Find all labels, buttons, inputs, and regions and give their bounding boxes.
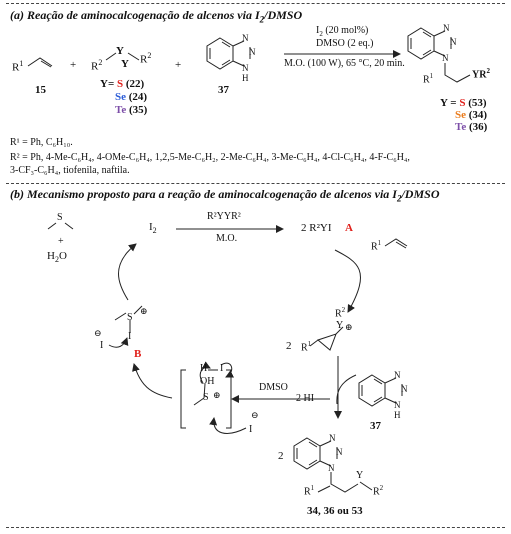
- final-coefficient: 2: [278, 450, 284, 462]
- final-r1: R1: [304, 484, 315, 498]
- alkene-15-bonds: [27, 57, 53, 68]
- plus-sign-2: +: [175, 59, 182, 71]
- mechanism-alkene-r1: R1: [371, 239, 382, 253]
- b-to-dms-arrow: [118, 243, 137, 301]
- intermediate-b-iodine: I: [128, 331, 132, 342]
- onium-r1: R1: [301, 340, 312, 354]
- hi-label: 2 HI: [296, 393, 315, 404]
- product-n1: N: [443, 23, 450, 33]
- btz-attack-arrow: [336, 374, 357, 405]
- section-b-title: (b) Mecanismo proposto para a reação de …: [10, 187, 440, 204]
- final-y: Y: [356, 470, 364, 481]
- dichalcogenide-s-option: Y= S (22): [100, 78, 145, 90]
- dms-s: S: [57, 212, 63, 223]
- onium-r2: R2: [335, 306, 346, 320]
- legend-r2-line1: R² = Ph, 4-Me-C₆H₄, 4-OMe-C₆H₄, 1,2,5-Me…: [10, 152, 410, 163]
- intermediate-b-s: S: [127, 312, 133, 323]
- benzotriazole-37-mechanism: [358, 374, 403, 407]
- iodide-b: I: [100, 340, 104, 351]
- dichalcogenide-se-option: Se (24): [115, 91, 148, 103]
- dichalcogenide-y-top: Y: [116, 45, 124, 57]
- dmso-label: DMSO: [259, 382, 288, 393]
- section-a-title: (a) Reação de aminocalcogenação de alcen…: [10, 8, 303, 25]
- bracket-s: S: [203, 392, 209, 403]
- bracket-right: [226, 369, 232, 429]
- iodide-bottom: I: [249, 424, 253, 435]
- btz-h: H: [242, 73, 249, 83]
- product-r1: R1: [423, 72, 434, 86]
- r2yi-label: 2 R²YI: [301, 222, 332, 234]
- onium-plus: ⊕: [345, 322, 353, 332]
- product-s-option: Y = S (53): [440, 97, 487, 109]
- dichalcogenide-bonds: [105, 52, 140, 61]
- product-yr2: YR2: [472, 67, 490, 81]
- protonated-dmso-bonds: [193, 383, 206, 406]
- dms-bonds: [47, 222, 74, 230]
- final-product-structure: [293, 437, 373, 493]
- oh-curved-arrow: [199, 361, 211, 384]
- iodine-label: I2: [149, 221, 157, 236]
- dichalcogenide-r2-left: R2: [91, 58, 103, 73]
- bracket-to-b-arrow: [132, 363, 173, 399]
- condition-dmso: DMSO (2 eq.): [316, 38, 374, 49]
- iodide-to-b-arrow: [108, 337, 129, 348]
- mech-btz-n1: N: [394, 370, 401, 380]
- btz-n3: N: [242, 63, 249, 73]
- dichalcogenide-te-option: Te (35): [115, 104, 148, 116]
- compound-37-label: 37: [218, 84, 229, 96]
- product-se-option: Se (34): [455, 109, 488, 121]
- mech-btz-h: H: [394, 410, 401, 420]
- onium-ring-bonds: [309, 326, 344, 351]
- benzotriazole-37-structure: [206, 37, 251, 70]
- dichalcogenide-reagent: R²YYR²: [207, 211, 241, 222]
- a-to-onium-arrow: [334, 249, 361, 313]
- intermediate-b-bonds: [114, 305, 143, 333]
- dms-plus: +: [58, 236, 64, 247]
- iodide-b-minus: ⊖: [94, 328, 102, 338]
- onium-coefficient: 2: [286, 340, 292, 352]
- microwave-label: M.O.: [216, 233, 238, 244]
- legend-r2-line2: 3-CF₃-C₆H₄, tiofenila, naftila.: [10, 165, 130, 176]
- final-product-label: 34, 36 ou 53: [307, 505, 363, 517]
- iodide-arrow: [209, 417, 247, 434]
- final-n1: N: [329, 433, 336, 443]
- product-n2: N: [450, 37, 457, 47]
- onium-y: Y: [336, 320, 344, 331]
- product-structure: [407, 27, 471, 83]
- final-n3: N: [328, 463, 335, 473]
- dichalcogenide-y-bottom: Y: [121, 58, 129, 70]
- bracket-plus: ⊕: [213, 390, 221, 400]
- hi-i: I: [220, 363, 224, 374]
- section-divider: [6, 183, 505, 184]
- condition-catalyst: I2 (20 mol%): [316, 25, 369, 38]
- hi-curved-arrow: [220, 362, 235, 378]
- intermediate-b-plus: ⊕: [140, 306, 148, 316]
- btz-n1: N: [242, 33, 249, 43]
- product-te-option: Te (36): [455, 121, 488, 133]
- condition-microwave: M.O. (100 W), 65 °C, 20 min.: [284, 58, 405, 69]
- final-n2: N: [336, 447, 343, 457]
- intermediate-a-label: A: [345, 222, 353, 234]
- hi-h: H: [200, 363, 208, 374]
- mechanism-alkene-bonds: [384, 238, 408, 249]
- water-label: H2O: [47, 250, 67, 265]
- bottom-divider: [6, 527, 505, 528]
- legend-r1: R¹ = Ph, C₆H₁₀.: [10, 137, 73, 148]
- plus-sign-1: +: [70, 59, 77, 71]
- dichalcogenide-r2-right: R2: [140, 51, 152, 66]
- top-divider: [6, 3, 505, 4]
- mech-compound-37-label: 37: [370, 420, 381, 432]
- mech-btz-n2: N: [401, 384, 408, 394]
- bracket-oh: OH: [200, 376, 215, 387]
- intermediate-b-label: B: [134, 348, 142, 360]
- btz-n2: N: [249, 47, 256, 57]
- mech-btz-n3: N: [394, 400, 401, 410]
- iodide-bottom-minus: ⊖: [251, 410, 259, 420]
- alkene-r1-label: R1: [12, 59, 24, 74]
- compound-15-label: 15: [35, 84, 46, 96]
- final-r2: R2: [373, 484, 384, 498]
- product-n3: N: [442, 53, 449, 63]
- bracket-left: [180, 369, 186, 429]
